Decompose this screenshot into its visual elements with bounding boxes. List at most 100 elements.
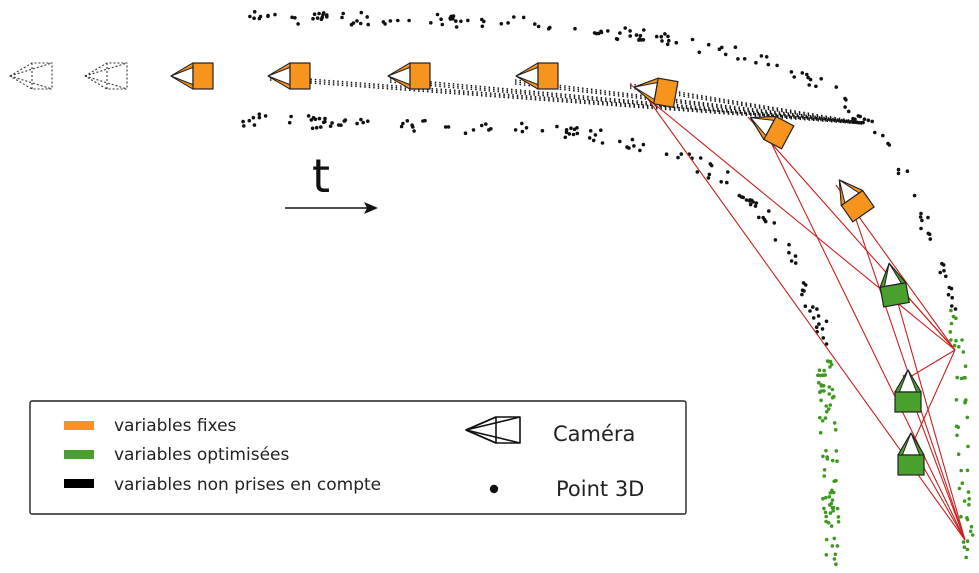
legend: variables fixes variables optimisées var… (29, 400, 687, 515)
point-3d (667, 38, 671, 43)
point-3d (330, 121, 334, 125)
point-3d (835, 459, 839, 464)
point-3d (290, 15, 294, 20)
point-3d (340, 15, 344, 20)
point-3d (571, 132, 576, 137)
point-3d (827, 495, 832, 499)
point-3d (451, 17, 455, 21)
point-3d (706, 42, 711, 47)
point-3d (814, 325, 819, 330)
point-3d (959, 376, 964, 381)
point-3d (383, 22, 387, 26)
point-3d (886, 141, 890, 146)
point-3d (317, 116, 322, 121)
point-3d (628, 29, 632, 33)
point-3d (257, 115, 262, 120)
point-3d (954, 398, 959, 402)
point-3d (630, 137, 635, 142)
point-3d (800, 71, 805, 75)
camera-fixed (387, 62, 431, 90)
point-3d (466, 18, 470, 23)
camera-body (289, 62, 311, 90)
point-3d (896, 167, 901, 172)
point-3d (399, 124, 404, 129)
point-3d (524, 126, 529, 130)
point-3d (966, 444, 970, 449)
camera-fixed (838, 179, 875, 223)
point-3d (569, 126, 573, 130)
point-3d (637, 37, 642, 41)
point-3d (833, 428, 838, 432)
point-3d (323, 116, 327, 121)
point-3d (967, 497, 971, 501)
camera-body (653, 77, 679, 108)
point-3d (957, 486, 962, 491)
point-3d (521, 15, 526, 20)
camera-outline (84, 62, 128, 90)
point-3d (726, 170, 730, 174)
point-3d (949, 338, 953, 342)
filled-dot-icon (489, 484, 499, 494)
point-3d (306, 114, 311, 118)
point-3d (801, 281, 806, 285)
point-3d (341, 11, 346, 16)
point-3d (954, 424, 959, 429)
point-3d (959, 514, 963, 519)
point-3d (627, 146, 631, 150)
point-3d (407, 18, 411, 23)
point-3d (806, 75, 810, 80)
point-3d (487, 128, 491, 132)
point-3d (412, 129, 416, 133)
point-3d (964, 555, 968, 560)
point-3d (822, 506, 826, 511)
point-3d (763, 219, 768, 224)
right-arrow-icon (364, 202, 378, 214)
point-3d (563, 135, 568, 140)
point-3d (323, 119, 327, 124)
camera-fixed (170, 62, 214, 90)
point-3d (836, 520, 841, 524)
point-3d (654, 34, 659, 39)
point-3d (634, 33, 639, 37)
point-3d (296, 22, 300, 26)
point-3d (336, 123, 341, 127)
point-3d (638, 33, 643, 38)
point-3d (315, 16, 320, 20)
point-3d (793, 254, 798, 258)
point-3d (843, 105, 847, 109)
point-3d (963, 364, 968, 369)
point-3d (965, 517, 970, 522)
point-3d (951, 314, 956, 319)
camera-body (840, 189, 875, 223)
point-3d (723, 52, 728, 57)
point-3d (970, 533, 975, 537)
camera-fixed (749, 115, 795, 150)
red-ray (629, 83, 956, 351)
point-3d (959, 468, 963, 473)
point-3d (956, 452, 961, 457)
point-3d (632, 144, 636, 148)
point-3d (823, 510, 828, 515)
point-3d (818, 415, 822, 420)
dotted-ray (514, 83, 863, 125)
point-3d (896, 171, 901, 176)
point-3d (593, 133, 598, 137)
point-3d (359, 117, 363, 122)
point-3d (792, 75, 796, 79)
dotted-ray (389, 77, 863, 123)
camera-ignored (9, 62, 53, 90)
point-3d (773, 238, 778, 242)
point-3d (817, 322, 821, 326)
red-ray (889, 274, 966, 541)
point-3d (828, 365, 832, 369)
legend-swatch-fixed (64, 421, 94, 430)
point-3d (674, 40, 679, 45)
point-3d (827, 392, 832, 396)
point-3d (753, 204, 758, 208)
point-3d (319, 125, 323, 129)
point-3d (926, 215, 930, 220)
point-3d (824, 319, 829, 324)
time-label: t (312, 149, 330, 203)
point-3d (311, 16, 315, 21)
point-3d (587, 136, 592, 140)
